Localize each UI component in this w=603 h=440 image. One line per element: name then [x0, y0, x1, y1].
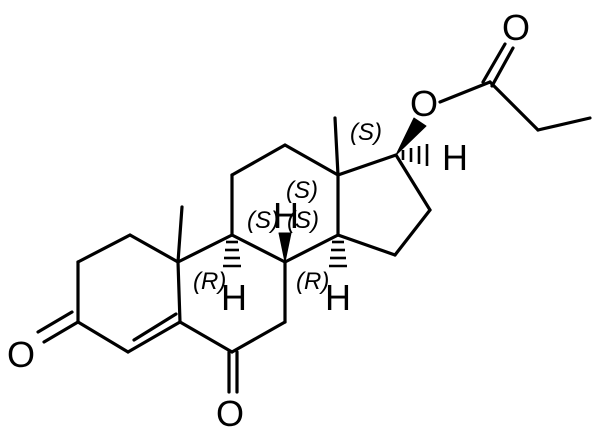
- bond-c4-c5: [76, 320, 130, 354]
- stereo-label-c8: (S): [247, 207, 279, 234]
- stereo-label-c10: (R): [193, 268, 226, 295]
- bond-c11-c12: [230, 143, 287, 177]
- wedge-c17-o: [395, 117, 427, 156]
- bond-c2-c3: [76, 233, 132, 264]
- bond-c14-c8: [283, 233, 340, 264]
- bond-carbonyl-double-2: [490, 46, 515, 88]
- stereo-label-layer: (S) (S) (S) (S) (R) (R): [193, 119, 382, 295]
- bond-c3-o-double: [36, 310, 74, 334]
- wedge-bond-layer: [278, 117, 427, 263]
- bond-c12-c13: [283, 143, 340, 177]
- atom-label-layer: O O O O H H H H: [7, 7, 530, 434]
- bond-c10-methyl: [176, 205, 184, 264]
- bond-c8-c9: [230, 233, 287, 264]
- stereo-label-c9: (S): [287, 207, 319, 234]
- atom-h-c14: H: [325, 277, 351, 318]
- bond-c7-c8: [230, 320, 287, 354]
- bond-c1-c2: [128, 233, 180, 264]
- bond-c15-c14: [336, 233, 397, 257]
- stereo-label-c13: (S): [350, 119, 382, 146]
- stereo-label-c14: (R): [296, 268, 329, 295]
- bond-c5-c6-double: [132, 312, 178, 342]
- bond-layer: [36, 42, 592, 394]
- hash-bond-layer: [223, 144, 429, 268]
- bond-c6-c7: [178, 320, 234, 354]
- bond-carbonyl-double-1: [481, 42, 507, 84]
- bond-c6-c10: [176, 260, 182, 324]
- atom-h-c17: H: [442, 137, 468, 178]
- bond-c13-c17: [336, 153, 398, 177]
- atom-o-ketone-c6: O: [216, 393, 244, 434]
- bond-c5-c6: [126, 320, 182, 354]
- bond-carbonyl-c-ch2: [488, 80, 540, 132]
- bond-c10-c9: [176, 233, 234, 264]
- bond-c13-methyl: [333, 116, 340, 177]
- bond-c16-c15: [393, 208, 432, 257]
- bond-c17-c16: [394, 153, 432, 212]
- atom-h-c9: H: [221, 277, 247, 318]
- atom-o-ester: O: [410, 83, 438, 124]
- stereo-label-c17: (S): [286, 177, 318, 204]
- wedge-c8-h: [278, 232, 292, 263]
- atom-h-c8: H: [273, 195, 299, 236]
- atom-o-ketone-c3: O: [7, 334, 35, 375]
- atom-o-ester-carbonyl: O: [502, 7, 530, 48]
- bond-o-carbonyl-c: [438, 80, 492, 104]
- bond-c3-o: [42, 320, 80, 344]
- bond-ch2-ch3: [536, 116, 592, 132]
